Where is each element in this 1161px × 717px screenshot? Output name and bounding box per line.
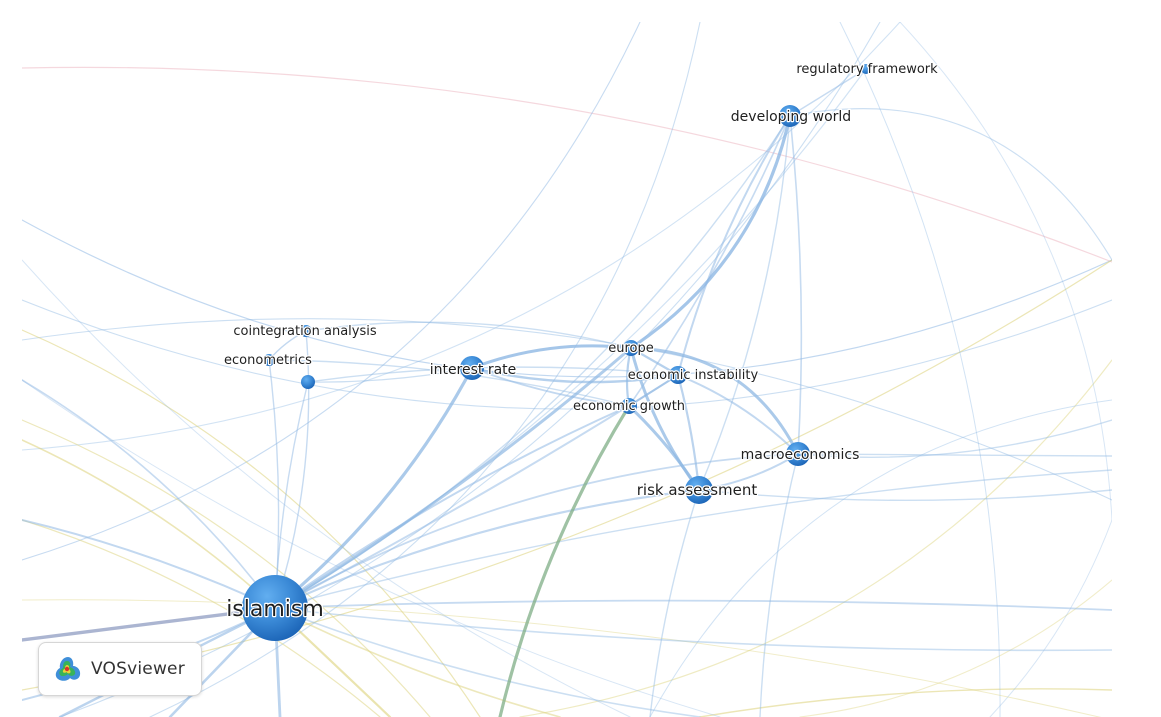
label-economic-growth[interactable]: economic growth (572, 398, 686, 415)
network-edge (22, 419, 431, 717)
network-edge (274, 381, 309, 609)
vosviewer-brand-name: VOSviewer (91, 659, 185, 679)
network-edge (274, 115, 791, 609)
node-economic-growth[interactable] (621, 398, 637, 414)
edge-layer (22, 22, 1112, 717)
network-edge (470, 344, 633, 370)
network-edge (989, 519, 1112, 717)
label-islamism[interactable]: islamism (225, 596, 325, 623)
network-edge (274, 469, 1112, 609)
network-edge (899, 22, 1112, 521)
network-edge (797, 419, 1112, 458)
network-edge (274, 453, 799, 609)
network-edge (22, 379, 276, 609)
network-edge (519, 359, 1112, 717)
network-edge (149, 22, 701, 717)
network-edge (307, 367, 473, 383)
node-interest-rate[interactable] (460, 356, 484, 380)
node-europe[interactable] (623, 340, 639, 356)
network-edge (22, 22, 901, 451)
network-edge (274, 599, 1112, 611)
network-edge (305, 321, 632, 349)
network-edge (498, 404, 631, 717)
network-edge (22, 219, 1112, 378)
network-edge (677, 115, 791, 376)
network-edge (22, 329, 481, 717)
node-regulatory-framework[interactable] (861, 64, 871, 74)
network-edge (698, 115, 791, 491)
network-edge (273, 346, 633, 610)
label-interest-rate[interactable]: interest rate (428, 361, 517, 379)
label-risk-assessment[interactable]: risk assessment (636, 480, 759, 500)
network-edge (628, 115, 791, 407)
network-edge (273, 488, 701, 610)
network-edge (22, 259, 631, 717)
network-edge (22, 66, 1112, 263)
network-edge (471, 367, 630, 407)
label-developing-world[interactable]: developing world (730, 108, 853, 126)
network-edge (274, 330, 310, 609)
network-edge (59, 22, 881, 717)
network-edge (274, 405, 630, 609)
network-edge (273, 366, 474, 610)
network-edge (22, 318, 1112, 501)
network-edge (274, 607, 1112, 652)
node-islamism[interactable] (242, 575, 308, 641)
network-edge (649, 489, 700, 717)
label-regulatory-framework[interactable]: regulatory framework (795, 61, 939, 78)
label-macroeconomics[interactable]: macroeconomics (739, 446, 860, 464)
node-developing-world[interactable] (779, 105, 801, 127)
network-edge (307, 366, 679, 383)
network-edge (268, 359, 630, 407)
network-edge (274, 607, 561, 717)
network-edge (22, 259, 1112, 691)
label-econometrics[interactable]: econometrics (223, 352, 314, 369)
network-edge (789, 115, 803, 455)
network-edge (274, 607, 701, 717)
network-edge (22, 379, 721, 717)
vosviewer-logo-icon (55, 657, 81, 681)
network-edge (839, 22, 1001, 717)
node-risk-assessment[interactable] (685, 476, 713, 504)
node-layer[interactable] (242, 64, 871, 641)
label-layer: islamism developing world regulatory frame… (223, 61, 940, 623)
node-economic-instability[interactable] (669, 366, 687, 384)
network-edge (629, 114, 792, 350)
network-edge (698, 489, 1112, 502)
network-edge (22, 439, 276, 609)
network-edge (677, 374, 799, 455)
network-edge (699, 688, 1112, 717)
node-econometrics[interactable] (263, 354, 275, 366)
node-unlabeled-node[interactable] (301, 375, 315, 389)
vosviewer-badge: VOSviewer (38, 642, 202, 696)
network-edge (649, 399, 1112, 717)
network-edge (629, 346, 800, 456)
network-edge (789, 108, 1112, 261)
network-edge (797, 453, 1112, 457)
network-edge (22, 299, 1112, 410)
network-edge (470, 366, 680, 384)
network-edge (22, 519, 276, 609)
label-economic-instability[interactable]: economic instability (627, 367, 760, 384)
node-macroeconomics[interactable] (786, 442, 810, 466)
network-edge (22, 519, 381, 717)
network-edge (759, 453, 799, 717)
label-europe[interactable]: europe (607, 340, 655, 357)
label-cointegration-analysis[interactable]: cointegration analysis (232, 323, 378, 340)
network-edge (22, 599, 1102, 717)
network-edge (22, 22, 641, 561)
node-cointegration-analysis[interactable] (300, 325, 312, 337)
